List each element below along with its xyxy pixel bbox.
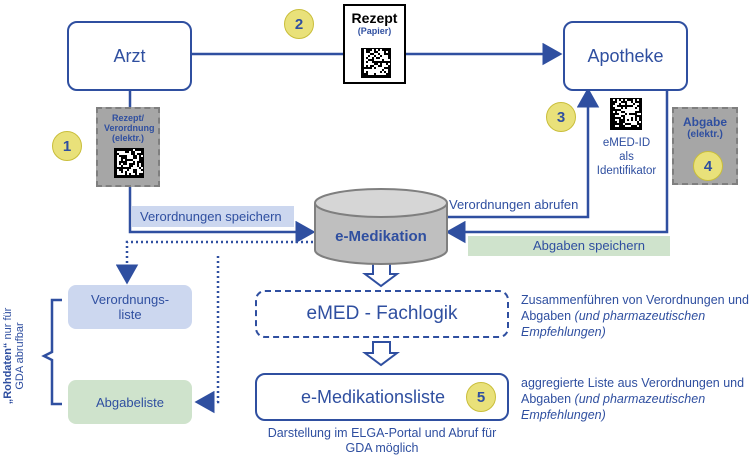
- fachlogik-note-text: Zusammenführen von Verordnungen und Abga…: [521, 293, 749, 323]
- database-label: e-Medikation: [335, 228, 427, 245]
- abgaben-speichern-arrow: [445, 90, 669, 244]
- darstellung-note: Darstellung im ELGA-Portal und Abruf für…: [267, 426, 497, 455]
- step-badge-2: 2: [284, 9, 314, 39]
- verordnungsliste-node: Verordnungs-liste: [68, 285, 192, 329]
- abgabe-elektr-label1: Abgabe: [682, 115, 727, 129]
- block-arrow-down-1: [362, 262, 400, 288]
- rezept-papier-node: Rezept (Papier): [343, 4, 406, 84]
- dotted-to-verordnungsliste: [115, 240, 313, 285]
- step-badge-5: 5: [466, 382, 496, 412]
- verordnungsliste-label: Verordnungs-liste: [90, 292, 170, 322]
- abgabeliste-node: Abgabeliste: [68, 380, 192, 424]
- rezept-title: Rezept: [351, 10, 398, 26]
- fachlogik-note: Zusammenführen von Verordnungen und Abga…: [521, 292, 753, 340]
- qr-code-icon: [610, 98, 642, 130]
- abgaben-speichern-label: Abgaben speichern: [468, 236, 670, 256]
- fachlogik-node: eMED - Fachlogik: [255, 290, 509, 338]
- qr-code-icon: [114, 148, 144, 178]
- fachlogik-label: eMED - Fachlogik: [306, 303, 458, 324]
- rohdaten-label: „Rohdaten“ nur für GDA abrufbar: [2, 296, 26, 416]
- liste-note: aggregierte Liste aus Verordnungen und A…: [521, 375, 753, 423]
- verordnungen-abrufen-arrow: [448, 87, 600, 219]
- verordnungen-abrufen-label: Verordnungen abrufen: [449, 197, 579, 212]
- rohdaten-bold: „Rohdaten“: [2, 342, 14, 405]
- qr-code-icon: [361, 48, 391, 78]
- step-badge-3: 3: [546, 102, 576, 132]
- rezept-sub: (Papier): [357, 26, 392, 36]
- liste-note-text: aggregierte Liste aus Verordnungen und A…: [521, 376, 745, 406]
- dotted-to-abgabeliste: [194, 256, 220, 414]
- rohdaten-brace: [41, 298, 62, 406]
- arzt-node: Arzt: [67, 21, 192, 91]
- apotheke-label: Apotheke: [587, 45, 664, 66]
- verordnungen-speichern-label: Verordnungen speichern: [132, 206, 294, 227]
- rezept-elektr-label: Rezept/ Verordnung (elektr.): [104, 113, 155, 143]
- abgabe-elektr-label2: (elektr.): [687, 129, 723, 140]
- arzt-label: Arzt: [113, 45, 146, 66]
- liste-note-italic: (und pharmazeutischen Empfehlungen): [521, 392, 706, 422]
- apotheke-node: Apotheke: [563, 21, 688, 91]
- fachlogik-note-italic: (und pharmazeutischen Empfehlungen): [521, 309, 706, 339]
- step-badge-4: 4: [693, 151, 723, 181]
- step-badge-1: 1: [52, 131, 82, 161]
- medikationsliste-label: e-Medikationsliste: [301, 386, 446, 407]
- database-cylinder: [314, 188, 448, 265]
- emed-id-label: eMED-ID als Identifikator: [596, 137, 657, 177]
- block-arrow-down-2: [362, 341, 400, 367]
- abgabeliste-label: Abgabeliste: [96, 394, 164, 410]
